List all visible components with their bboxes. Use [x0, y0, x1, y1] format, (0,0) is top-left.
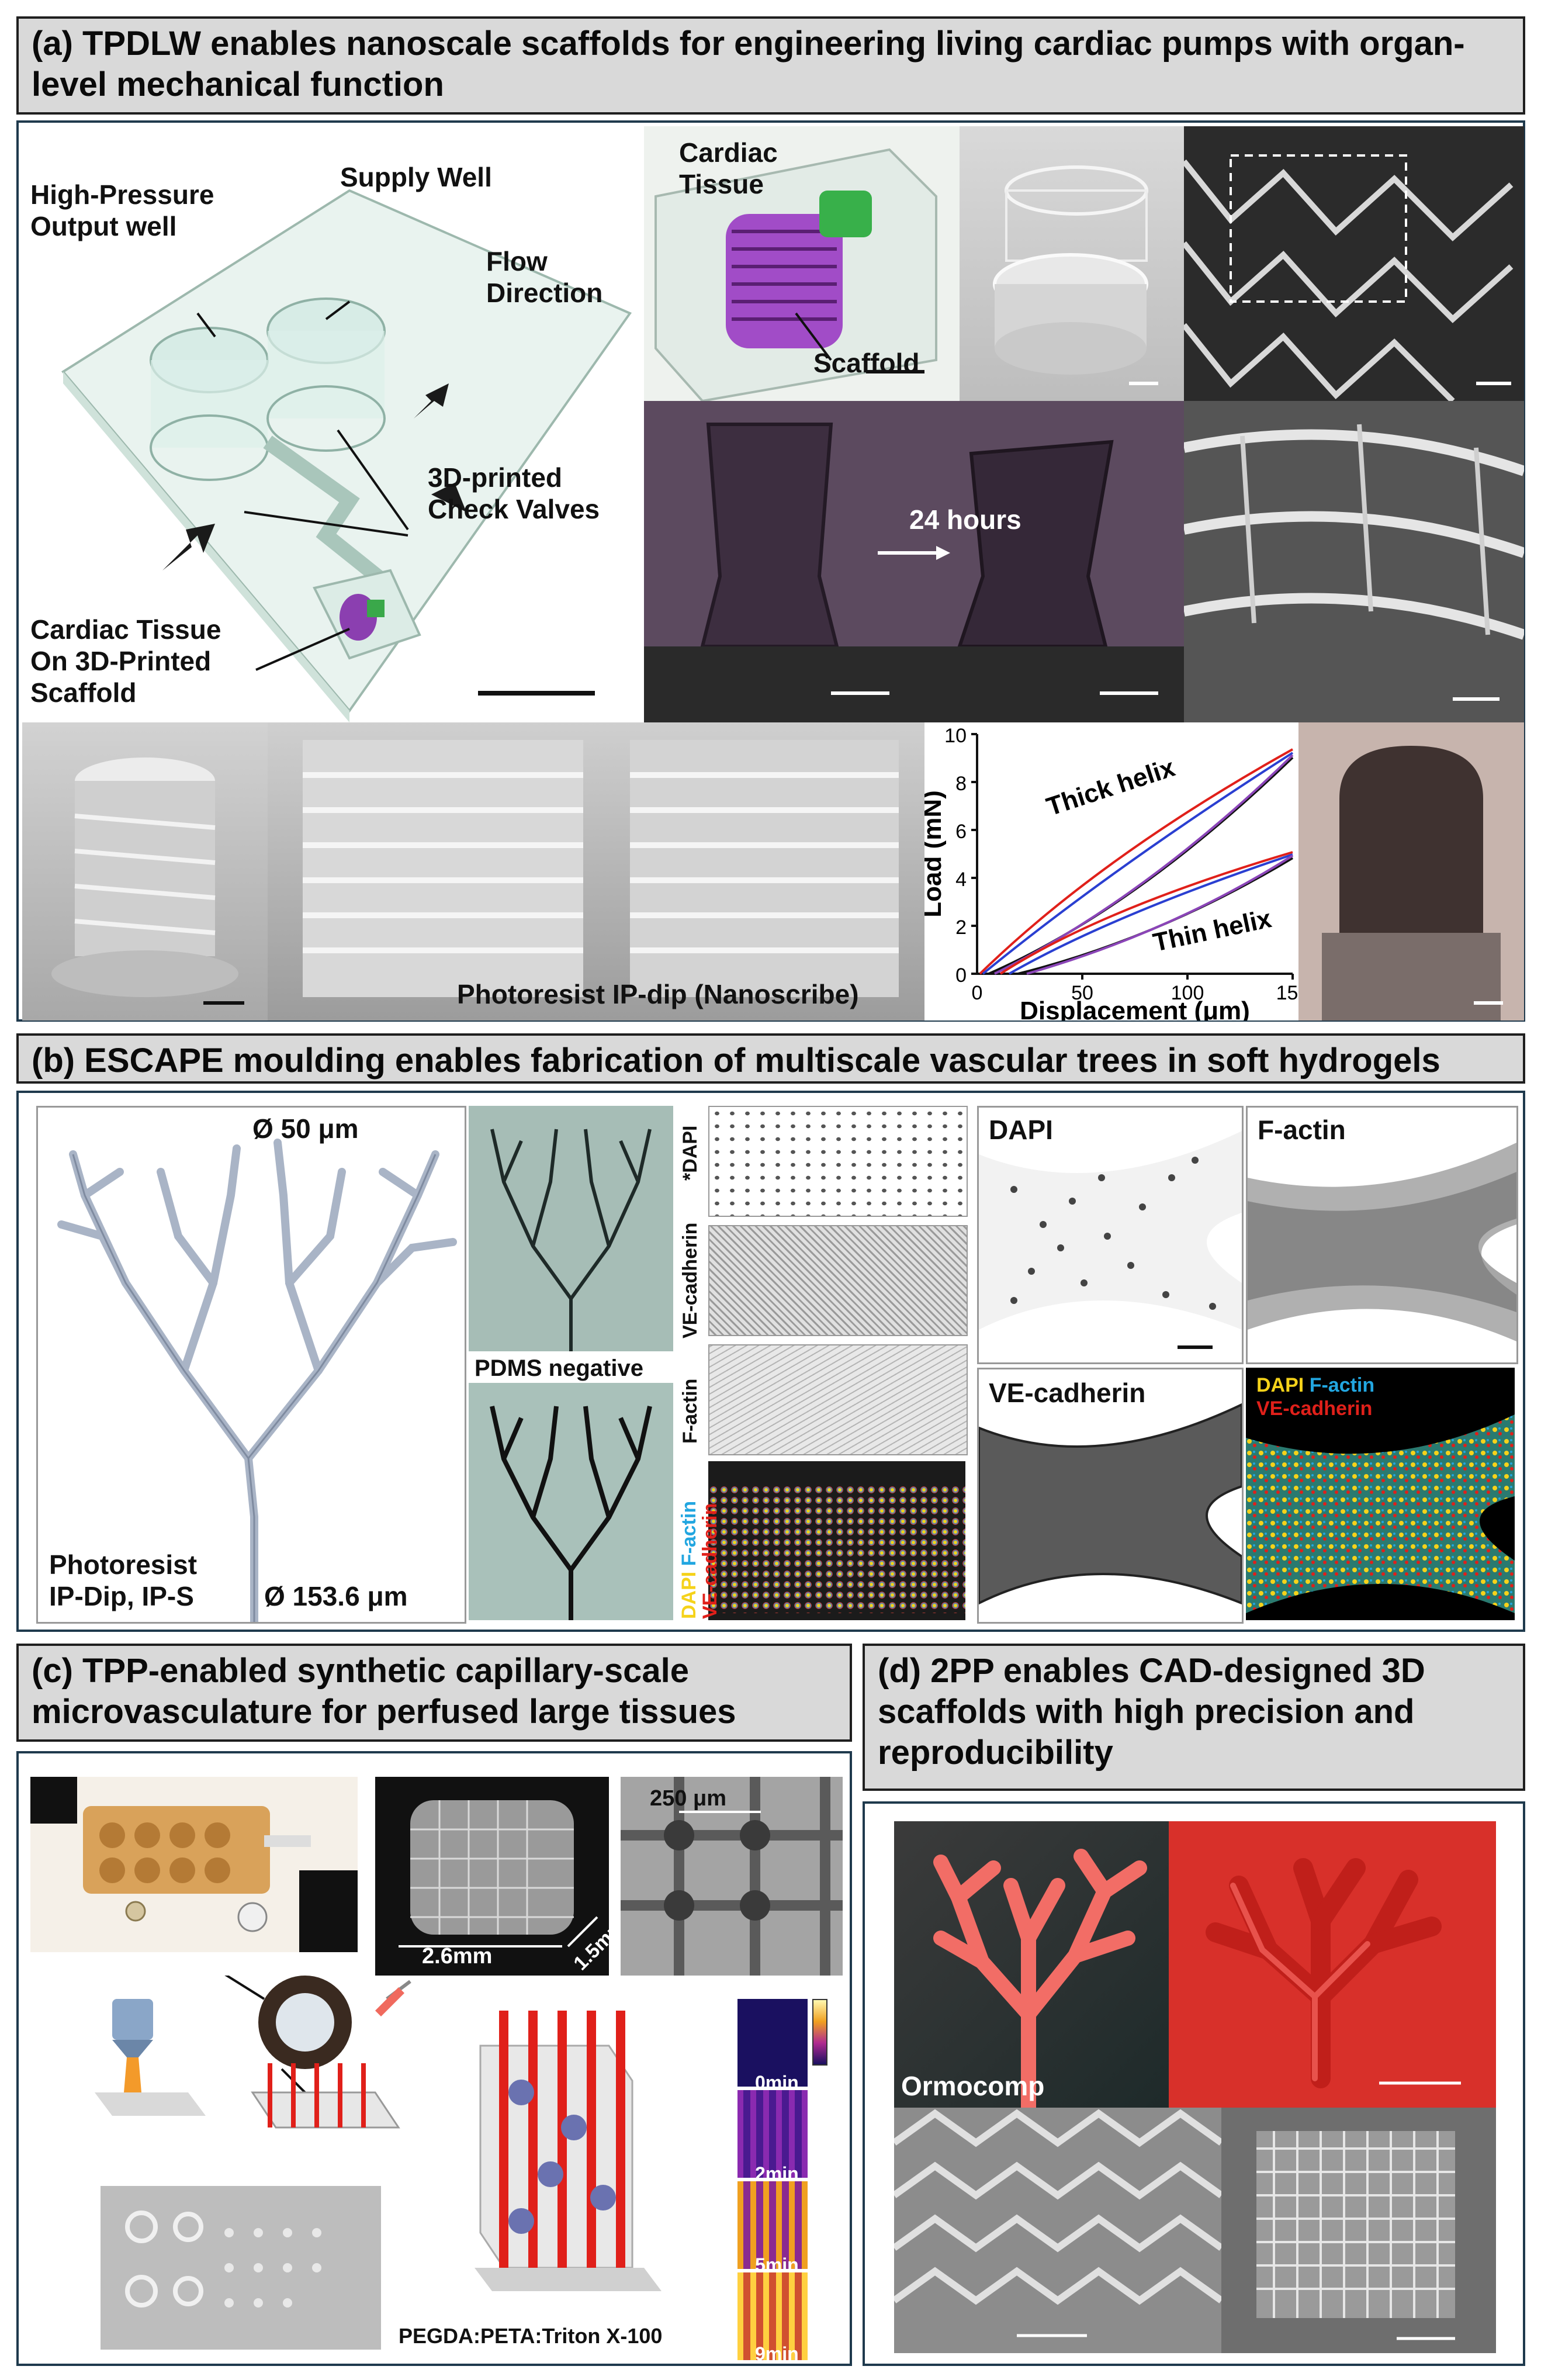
pdms-negative-bottom	[469, 1383, 673, 1620]
vascular-tree-render	[36, 1106, 466, 1624]
label-big-merge-vecad: VE-cadherin	[1256, 1397, 1373, 1420]
sem-helix-closeup	[1184, 401, 1524, 722]
panel-b: Ø 50 μm Photoresist IP-Dip, IP-S Ø 153.6…	[16, 1091, 1525, 1632]
tpp-illustrations	[71, 1976, 732, 2361]
pdms-negative-top	[469, 1106, 673, 1351]
chip-illustration	[22, 126, 642, 722]
stain-vecad-small	[708, 1225, 968, 1336]
label-big-vecad: VE-cadherin	[989, 1378, 1146, 1408]
label-d153: Ø 153.6 μm	[264, 1581, 408, 1611]
panel-a-header: (a) TPDLW enables nanoscale scaffolds fo…	[16, 16, 1525, 115]
label-supply-well: Supply Well	[340, 162, 492, 192]
label-cardiac-tissue: Cardiac Tissue	[679, 137, 778, 199]
stain-merge-small	[708, 1461, 965, 1620]
xtick-0: 0	[972, 982, 983, 1004]
label-250um: 250 μm	[650, 1786, 726, 1811]
label-scaffold: Scaffold	[813, 348, 920, 378]
ormocomp-printed	[1169, 1821, 1496, 2108]
sem-cylinder-scaffold	[22, 722, 268, 1021]
label-pdms-negative: PDMS negative	[475, 1355, 643, 1381]
perfusion-timelapse	[737, 1999, 837, 2361]
stain-vecad-large	[977, 1368, 1244, 1624]
big-merge-legend: DAPI F-actin VE-cadherin	[1256, 1374, 1374, 1420]
stain-factin-large	[1246, 1106, 1518, 1364]
ytick-0: 0	[955, 964, 967, 987]
ytick-4: 4	[955, 869, 967, 891]
xtick-100: 100	[1171, 982, 1204, 1004]
label-factin-small: F-actin	[679, 1378, 701, 1444]
label-big-merge-dapi: DAPI	[1256, 1374, 1304, 1396]
sem-zigzag-lattice	[894, 2108, 1221, 2353]
label-thin-helix: Thin helix	[1151, 904, 1275, 957]
tissue-dome-image	[1298, 722, 1524, 1021]
panel-d: Ormocomp	[863, 1801, 1525, 2366]
label-thick-helix: Thick helix	[1043, 753, 1179, 821]
ytick-10: 10	[944, 725, 967, 747]
label-t0: 0min	[755, 2072, 799, 2093]
label-t9: 9min	[755, 2343, 799, 2364]
panel-d-header: (d) 2PP enables CAD-designed 3D scaffold…	[863, 1644, 1525, 1791]
label-photoresist-ipdip-ips: Photoresist IP-Dip, IP-S	[49, 1549, 198, 1611]
panel-a: High-Pressure Output well Supply Well Fl…	[16, 120, 1525, 1022]
xtick-50: 50	[1071, 982, 1093, 1004]
label-d50: Ø 50 μm	[252, 1113, 359, 1144]
sem-scaffold-tilted	[960, 126, 1184, 401]
label-merge-dapi: DAPI	[678, 1571, 700, 1619]
micro-grid	[621, 1777, 843, 1976]
label-merge-vecad: VE-cadherin	[699, 1503, 721, 1619]
label-merge-factin: F-actin	[678, 1500, 700, 1566]
label-dapi-small: *DAPI	[679, 1125, 701, 1181]
merge-label-stack: DAPI F-actin	[678, 1501, 701, 1619]
label-pegda: PEGDA:PETA:Triton X-100	[399, 2324, 663, 2348]
ytick-8: 8	[955, 773, 967, 795]
label-photoresist-ipdip: Photoresist IP-dip (Nanoscribe)	[457, 979, 859, 1009]
label-2-6mm: 2.6mm	[422, 1944, 493, 1969]
panel-b-title: (b) ESCAPE moulding enables fabrication …	[32, 1042, 1440, 1080]
tissue-24h-images	[644, 401, 1184, 722]
panel-a-title: (a) TPDLW enables nanoscale scaffolds fo…	[32, 25, 1465, 103]
cardiac-render	[644, 126, 960, 401]
label-t2: 2min	[755, 2163, 799, 2184]
stain-dapi-large	[977, 1106, 1244, 1364]
label-24-hours: 24 hours	[909, 504, 1021, 535]
sem-photoresist-pair	[268, 722, 924, 1021]
microct-cube	[375, 1777, 609, 1976]
stain-dapi-small	[708, 1106, 968, 1217]
panel-c-header: (c) TPP-enabled synthetic capillary-scal…	[16, 1644, 852, 1742]
label-cardiac-on-scaffold: Cardiac Tissue On 3D-Printed Scaffold	[30, 614, 221, 708]
label-flow-direction: Flow Direction	[486, 246, 603, 308]
device-photo	[30, 1777, 358, 1952]
load-displacement-chart: 0 2 4 6 8 10 0 50 100 150 Displacement (…	[924, 722, 1298, 1021]
stain-merge-large	[1246, 1368, 1515, 1620]
ytick-6: 6	[955, 821, 967, 843]
label-vecad-small: VE-cadherin	[679, 1222, 701, 1338]
panel-d-title: (d) 2PP enables CAD-designed 3D scaffold…	[878, 1652, 1425, 1772]
label-check-valves: 3D-printed Check Valves	[428, 462, 600, 524]
sem-woodpile-lattice	[1221, 2108, 1496, 2353]
label-ormocomp: Ormocomp	[901, 2071, 1045, 2101]
label-big-factin: F-actin	[1258, 1115, 1346, 1145]
label-t5: 5min	[755, 2254, 799, 2275]
label-high-pressure: High-Pressure Output well	[30, 179, 214, 241]
chart-ylabel: Load (mN)	[924, 790, 947, 918]
ormocomp-cad-render	[894, 1821, 1169, 2108]
chart-xlabel: Displacement (μm)	[1020, 997, 1250, 1021]
panel-c: 2.6mm 1.5mm 250 μm	[16, 1751, 852, 2366]
ytick-2: 2	[955, 916, 967, 939]
label-big-dapi: DAPI	[989, 1115, 1053, 1145]
xtick-150: 150	[1276, 982, 1298, 1004]
panel-c-title: (c) TPP-enabled synthetic capillary-scal…	[32, 1652, 736, 1731]
panel-b-header: (b) ESCAPE moulding enables fabrication …	[16, 1033, 1525, 1084]
label-big-merge-factin: F-actin	[1309, 1374, 1375, 1396]
sem-zigzag	[1184, 126, 1524, 401]
stain-factin-small	[708, 1344, 968, 1455]
